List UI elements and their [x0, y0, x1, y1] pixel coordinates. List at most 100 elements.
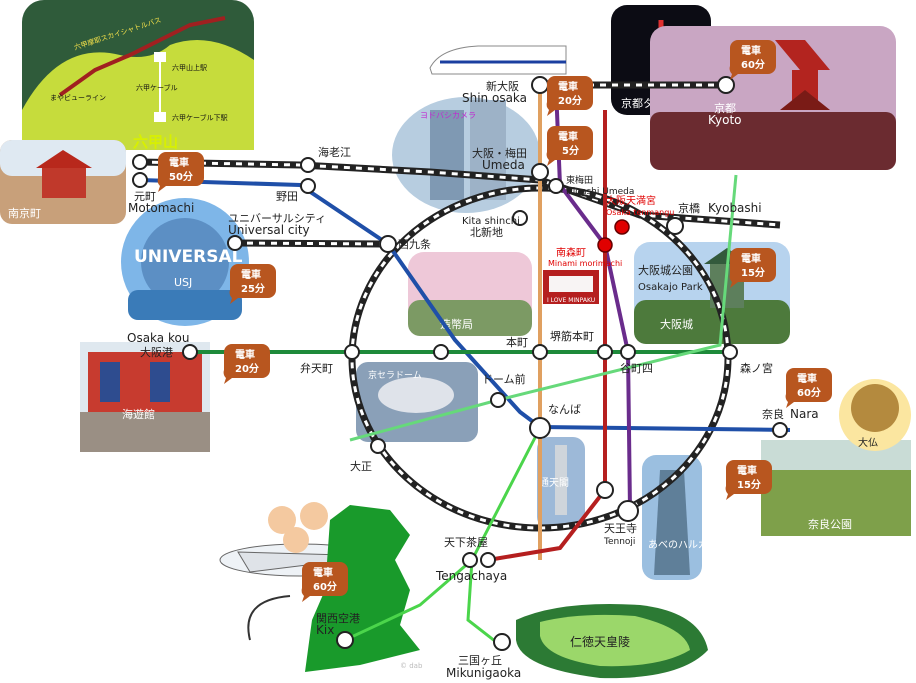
nara-park-caption: 奈良公園: [808, 517, 852, 531]
label-ebie: 海老江: [318, 145, 351, 159]
label-shin-osaka-ja: 新大阪: [486, 79, 519, 93]
nankinmachi-photo: 南京町: [0, 140, 126, 224]
label-tennoji-ja: 天王寺: [604, 522, 637, 535]
station-kyobashi[interactable]: [666, 217, 684, 235]
abeno-harukas-caption: あべのハルカス: [648, 539, 718, 551]
svg-text:50分: 50分: [169, 170, 193, 183]
svg-text:15分: 15分: [737, 478, 761, 491]
station-tennoji-b[interactable]: [617, 500, 639, 522]
nankai-airport-line: [344, 558, 473, 642]
station-shin-osaka[interactable]: [531, 76, 549, 94]
rokko-top-station-label: 六甲山上駅: [172, 63, 207, 72]
label-kita-shinchi-en: Kita shinchi: [462, 216, 520, 227]
label-nara-en: Nara: [790, 407, 819, 421]
label-osakajo-koen-en: Osakajo Park: [638, 282, 703, 293]
station-bentencho[interactable]: [344, 344, 360, 360]
badge-osakajo: 電車 15分: [729, 248, 776, 288]
svg-text:60分: 60分: [797, 386, 821, 399]
station-tanimachi4[interactable]: [620, 344, 636, 360]
station-universal-city[interactable]: [227, 235, 243, 251]
badge-umeda: 電車 5分: [546, 126, 593, 166]
label-kix-ja: 関西空港: [316, 611, 360, 625]
badge-osakakou: 電車 20分: [223, 344, 270, 384]
daibutsu-caption: 大仏: [858, 436, 878, 449]
station-taisho[interactable]: [370, 438, 386, 454]
badge-kyoto: 電車 60分: [729, 40, 776, 80]
station-kyoto[interactable]: [717, 76, 735, 94]
zouheikyoku-photo: 造幣局: [408, 252, 532, 336]
label-shin-osaka-en: Shin osaka: [462, 91, 527, 105]
label-noda: 野田: [276, 190, 298, 203]
kyoto-temple-photo: [650, 26, 896, 170]
svg-text:電車: 電車: [313, 566, 333, 579]
station-mikunigaoka[interactable]: [493, 633, 511, 651]
station-noda[interactable]: [300, 178, 316, 194]
rokko-inset: 六甲摩耶スカイシャトルバス 六甲山上駅 六甲ケーブル 六甲ケーブル下駅 まやビュ…: [22, 0, 254, 151]
tsutenkaku-caption: 通天閣: [539, 477, 569, 489]
station-motomachi-2[interactable]: [132, 172, 148, 188]
nintoku-tomb: 仁徳天皇陵: [516, 604, 708, 679]
station-tennoji-a[interactable]: [596, 481, 614, 499]
station-umeda[interactable]: [531, 163, 549, 181]
pin-minami-morimachi[interactable]: [597, 237, 613, 253]
minpaku-sign: I LOVE MINPAKU: [543, 270, 599, 304]
badge-nara: 電車 60分: [785, 368, 832, 408]
svg-text:15分: 15分: [741, 266, 765, 279]
rokko-maya-label: まやビューライン: [50, 93, 106, 102]
station-namba[interactable]: [529, 417, 551, 439]
yodobashi-photo: ヨドバシカメラ: [392, 97, 540, 213]
label-tennoji-en: Tennoji: [603, 537, 635, 547]
station-nishikujo[interactable]: [379, 235, 397, 253]
station-higashi-umeda[interactable]: [548, 178, 564, 194]
station-markers: [132, 76, 788, 651]
kyocera-dome-photo: 京セラドーム: [356, 362, 478, 442]
label-mikunigaoka-ja: 三国ヶ丘: [458, 654, 502, 667]
label-honmachi: 本町: [506, 335, 528, 349]
kaiyukan-photo: 海遊館: [80, 342, 210, 452]
label-minami-morimachi-ja: 南森町: [556, 246, 586, 259]
station-kix[interactable]: [336, 631, 354, 649]
nankinmachi-caption: 南京町: [8, 206, 41, 220]
badge-rokko: 電車 50分: [157, 152, 204, 192]
minpaku-text: I LOVE MINPAKU: [547, 297, 595, 304]
svg-text:電車: 電車: [558, 80, 578, 93]
station-kita-shinchi[interactable]: [512, 210, 528, 226]
abeno-harukas-photo: あべのハルカス: [642, 455, 718, 580]
station-tengachaya-a[interactable]: [462, 552, 478, 568]
label-namba: なんば: [548, 403, 581, 416]
badge-kix: 電車 60分: [301, 562, 348, 602]
rokko-bottom-station-label: 六甲ケーブル下駅: [172, 113, 228, 122]
station-motomachi[interactable]: [132, 154, 148, 170]
kyocera-dome-caption: 京セラドーム: [368, 369, 422, 381]
label-motomachi-en: Motomachi: [128, 201, 194, 215]
station-kyocera[interactable]: [433, 344, 449, 360]
station-honmachi[interactable]: [532, 344, 548, 360]
nintoku-caption: 仁徳天皇陵: [570, 634, 630, 649]
station-sakaisuji-honmachi[interactable]: [597, 344, 613, 360]
station-morinomiya[interactable]: [722, 344, 738, 360]
rokko-cable-label: 六甲ケーブル: [136, 83, 178, 92]
station-osakakou[interactable]: [182, 344, 198, 360]
label-osakakou-ja: 大阪港: [140, 345, 173, 359]
osaka-castle-caption: 大阪城: [660, 317, 693, 331]
badge-shin-osaka: 電車 20分: [546, 76, 593, 116]
label-kyoto-en: Kyoto: [708, 113, 742, 127]
badge-usj: 電車 25分: [229, 264, 276, 304]
station-tengachaya-b[interactable]: [480, 552, 496, 568]
yodobashi-caption: ヨドバシカメラ: [420, 111, 476, 120]
osaka-south-landmass: [305, 505, 420, 672]
label-taisho: 大正: [350, 459, 372, 473]
label-universal-city-en: Universal city: [228, 223, 310, 237]
pin-osaka-tenmangu[interactable]: [614, 219, 630, 235]
label-osaka-tenmangu-en: Osaka tenmangu: [606, 208, 674, 217]
station-ebie[interactable]: [300, 157, 316, 173]
station-dome-mae[interactable]: [490, 392, 506, 408]
station-nara[interactable]: [772, 422, 788, 438]
label-mikunigaoka-en: Mikunigaoka: [446, 666, 521, 680]
jr-yumesaki-line: [234, 239, 389, 248]
label-umeda-ja: 大阪・梅田: [472, 146, 527, 160]
label-osaka-tenmangu-ja: 大阪天満宮: [606, 194, 656, 207]
label-dome-mae: ドーム前: [482, 372, 526, 386]
svg-text:60分: 60分: [313, 580, 337, 593]
label-morinomiya: 森ノ宮: [740, 361, 773, 375]
